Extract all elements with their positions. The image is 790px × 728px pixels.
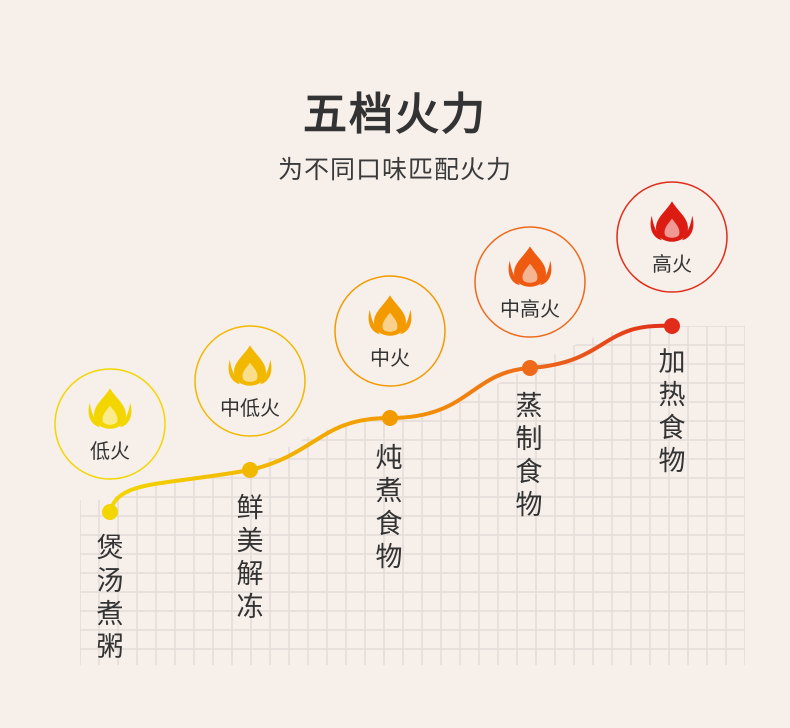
fire-level-badge: 中火 bbox=[334, 275, 446, 387]
badge-ring bbox=[616, 181, 728, 293]
badge-ring bbox=[474, 226, 586, 338]
level-use-char: 解 bbox=[236, 559, 264, 590]
fire-level-label: 中高火 bbox=[500, 297, 560, 321]
level-use-char: 粥 bbox=[96, 632, 124, 663]
level-use-char: 汤 bbox=[96, 566, 124, 597]
level-use-char: 蒸 bbox=[515, 391, 543, 422]
level-use-char: 食 bbox=[515, 457, 543, 488]
flame-icon bbox=[650, 201, 694, 242]
level-use-label: 鲜美解冻 bbox=[230, 492, 270, 624]
level-use-char: 物 bbox=[375, 542, 403, 573]
flame-icon bbox=[508, 246, 552, 287]
level-use-char: 煮 bbox=[375, 476, 403, 507]
flame-icon bbox=[368, 295, 412, 336]
flame-icon bbox=[228, 345, 272, 386]
level-use-char: 制 bbox=[515, 424, 543, 455]
level-use-char: 食 bbox=[658, 413, 686, 444]
level-use-char: 鲜 bbox=[236, 493, 264, 524]
level-use-label: 蒸制食物 bbox=[509, 390, 549, 522]
flame-icon bbox=[88, 388, 132, 429]
fire-level-label: 中低火 bbox=[220, 396, 280, 420]
badge-ring bbox=[334, 275, 446, 387]
level-point bbox=[522, 360, 538, 376]
level-use-char: 物 bbox=[658, 446, 686, 477]
level-use-char: 炖 bbox=[375, 443, 403, 474]
fire-level-badge: 中低火 bbox=[194, 325, 306, 437]
fire-level-badge: 低火 bbox=[54, 368, 166, 480]
level-use-label: 加热食物 bbox=[652, 346, 692, 478]
level-use-char: 煮 bbox=[96, 599, 124, 630]
fire-level-label: 低火 bbox=[90, 439, 130, 463]
level-use-char: 热 bbox=[658, 380, 686, 411]
background-grid bbox=[80, 326, 745, 665]
level-point bbox=[664, 318, 680, 334]
level-point bbox=[382, 410, 398, 426]
level-use-char: 物 bbox=[515, 490, 543, 521]
badge-ring bbox=[54, 368, 166, 480]
level-point bbox=[102, 504, 118, 520]
page-title: 五档火力 bbox=[303, 89, 487, 140]
level-use-label: 煲汤煮粥 bbox=[90, 532, 130, 664]
fire-level-label: 中火 bbox=[370, 346, 410, 370]
fire-level-label: 高火 bbox=[652, 252, 692, 276]
level-use-char: 加 bbox=[658, 347, 686, 378]
level-use-char: 食 bbox=[375, 509, 403, 540]
level-use-label: 炖煮食物 bbox=[369, 442, 409, 574]
fire-level-badge: 中高火 bbox=[474, 226, 586, 338]
badge-ring bbox=[194, 325, 306, 437]
level-use-char: 煲 bbox=[96, 533, 124, 564]
level-point bbox=[242, 462, 258, 478]
level-use-char: 美 bbox=[236, 526, 264, 557]
fire-level-badge: 高火 bbox=[616, 181, 728, 293]
level-use-char: 冻 bbox=[236, 592, 264, 623]
page-subtitle: 为不同口味匹配火力 bbox=[277, 155, 512, 184]
